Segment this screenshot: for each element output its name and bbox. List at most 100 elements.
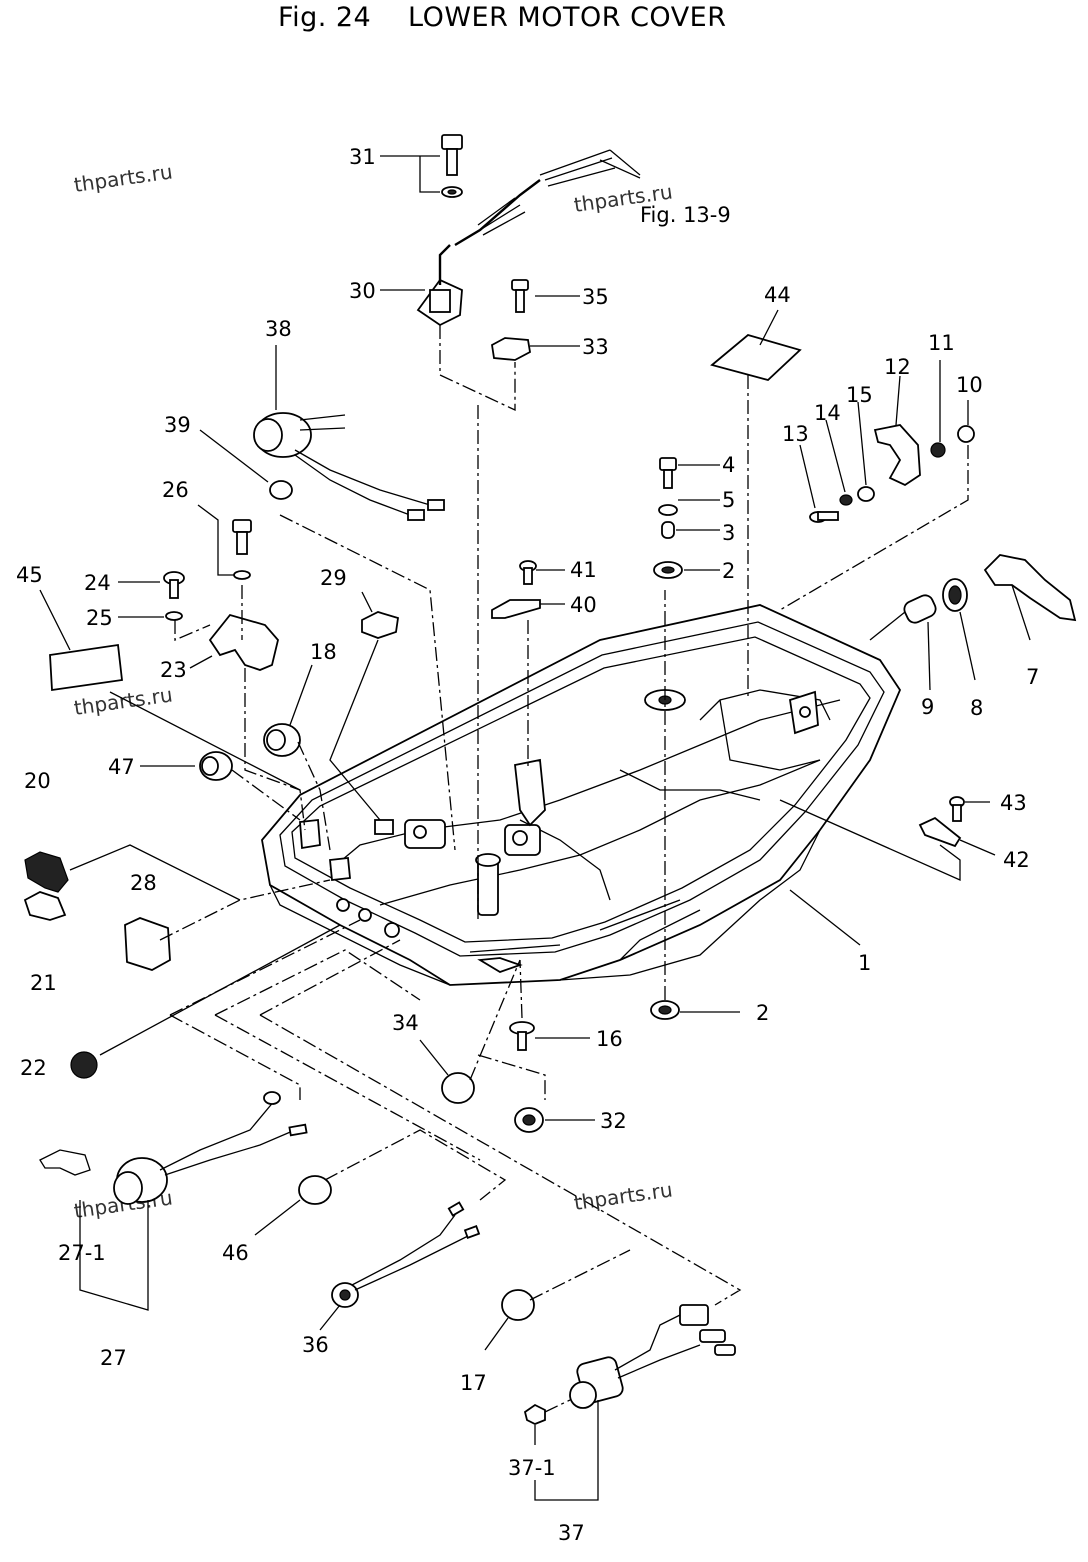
label-5: 5 xyxy=(722,488,735,512)
label-45: 45 xyxy=(16,563,43,587)
part-labels: Fig. 13-9 31 30 35 33 44 38 39 26 24 25 … xyxy=(16,145,1039,1545)
part-15-washer xyxy=(857,486,875,502)
part-31-bolt xyxy=(441,134,463,198)
label-27: 27 xyxy=(100,1346,127,1370)
label-37-1: 37-1 xyxy=(508,1456,556,1480)
label-17: 17 xyxy=(460,1371,487,1395)
part-34-plug xyxy=(441,1072,475,1104)
label-30: 30 xyxy=(349,279,376,303)
label-2-upper: 2 xyxy=(722,559,735,583)
label-33: 33 xyxy=(582,335,609,359)
part-10-bushing xyxy=(957,425,975,443)
label-27-1: 27-1 xyxy=(58,1241,106,1265)
label-16: 16 xyxy=(596,1027,623,1051)
part-9-collar xyxy=(903,594,937,624)
part-32-grommet xyxy=(514,1107,544,1133)
label-42: 42 xyxy=(1003,848,1030,872)
label-20: 20 xyxy=(24,769,51,793)
part-45-label xyxy=(49,643,123,692)
label-37: 37 xyxy=(558,1521,585,1545)
part-39-grommet xyxy=(269,480,293,500)
part-42-plate xyxy=(918,816,962,848)
part-17-plug xyxy=(501,1289,535,1321)
part-46-plug xyxy=(298,1175,332,1205)
part-8-bushing xyxy=(942,578,968,612)
part-3-collar xyxy=(661,521,675,539)
label-15: 15 xyxy=(846,383,873,407)
label-43: 43 xyxy=(1000,791,1027,815)
label-24: 24 xyxy=(84,571,111,595)
label-44: 44 xyxy=(764,283,791,307)
watermark: thparts.ru xyxy=(572,1177,674,1215)
part-2-grommet-lower xyxy=(650,1000,680,1020)
label-11: 11 xyxy=(928,331,955,355)
watermark: thparts.ru xyxy=(72,682,174,720)
label-22: 22 xyxy=(20,1056,47,1080)
part-22-plug xyxy=(70,1051,98,1079)
label-9: 9 xyxy=(921,695,934,719)
part-5-washer xyxy=(658,504,678,516)
label-23: 23 xyxy=(160,658,187,682)
label-40: 40 xyxy=(570,593,597,617)
part-41-screw xyxy=(519,560,537,585)
label-25: 25 xyxy=(86,606,113,630)
label-32: 32 xyxy=(600,1109,627,1133)
label-3: 3 xyxy=(722,521,735,545)
part-2-grommet-upper xyxy=(653,561,683,579)
part-11-nut xyxy=(930,442,946,458)
part-47-grommet xyxy=(199,751,233,781)
part-28-pad xyxy=(124,917,171,971)
label-13: 13 xyxy=(782,422,809,446)
watermark: thparts.ru xyxy=(72,159,174,197)
wire-harness xyxy=(454,149,641,247)
part-27-switch xyxy=(39,1091,308,1205)
part-40-plate xyxy=(491,599,541,619)
part-29-grommet xyxy=(361,611,400,639)
part-13-screw xyxy=(809,511,839,523)
label-36: 36 xyxy=(302,1333,329,1357)
label-2-lower: 2 xyxy=(756,1001,769,1025)
part-20-clip xyxy=(24,851,69,893)
reference-label: Fig. 13-9 xyxy=(640,203,731,227)
part-38-coil xyxy=(253,412,445,521)
label-35: 35 xyxy=(582,285,609,309)
part-14-washer xyxy=(839,494,853,506)
label-28: 28 xyxy=(130,871,157,895)
label-26: 26 xyxy=(162,478,189,502)
label-18: 18 xyxy=(310,640,337,664)
label-38: 38 xyxy=(265,317,292,341)
part-12-lever xyxy=(873,424,921,487)
part-26-bolt xyxy=(232,519,252,580)
label-31: 31 xyxy=(349,145,376,169)
label-7: 7 xyxy=(1026,665,1039,689)
part-30-switch xyxy=(416,244,463,327)
part-16-screw xyxy=(509,1021,535,1051)
part-21-clip xyxy=(23,891,67,921)
part-37-switch xyxy=(569,1304,736,1409)
label-29: 29 xyxy=(320,566,347,590)
part-35-screw xyxy=(511,279,529,313)
label-47: 47 xyxy=(108,755,135,779)
part-44-label xyxy=(710,334,802,381)
part-7-lever xyxy=(983,554,1077,622)
label-34: 34 xyxy=(392,1011,419,1035)
part-24-screw xyxy=(163,571,185,621)
part-4-bolt xyxy=(659,457,677,489)
label-14: 14 xyxy=(814,401,841,425)
label-8: 8 xyxy=(970,696,983,720)
label-10: 10 xyxy=(956,373,983,397)
part-23-bracket xyxy=(208,613,279,671)
part-33-cap xyxy=(491,337,531,361)
label-12: 12 xyxy=(884,355,911,379)
label-21: 21 xyxy=(30,971,57,995)
figure-title: LOWER MOTOR COVER xyxy=(408,2,727,33)
lower-cover-body xyxy=(261,604,902,986)
part-18-grommet xyxy=(263,723,301,757)
part-43-screw xyxy=(949,796,965,822)
part-37-1-key xyxy=(523,1403,546,1425)
label-39: 39 xyxy=(164,413,191,437)
label-46: 46 xyxy=(222,1241,249,1265)
label-41: 41 xyxy=(570,558,597,582)
leader-lines xyxy=(39,155,1031,1501)
label-1: 1 xyxy=(858,951,871,975)
